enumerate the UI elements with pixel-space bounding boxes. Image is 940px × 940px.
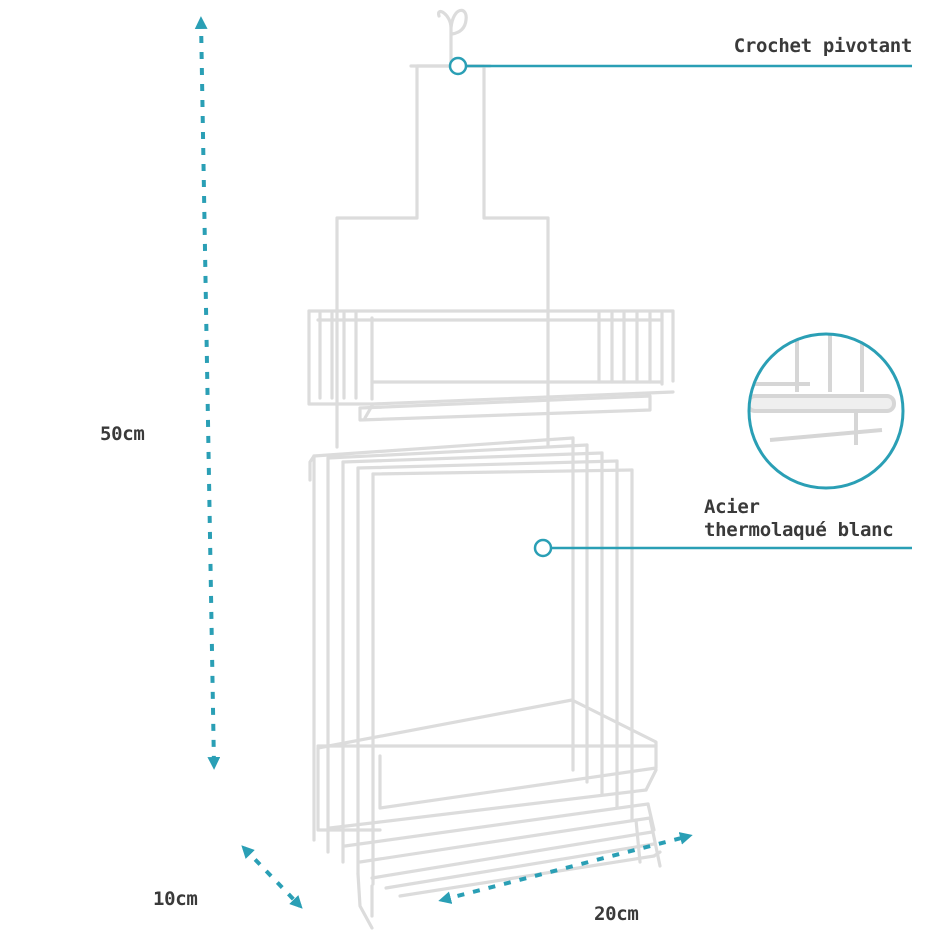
- hanger-frame: [335, 64, 550, 449]
- material-label-line1: Acier: [704, 496, 760, 518]
- material-callout: [533, 538, 912, 558]
- nested-frames: [308, 436, 634, 886]
- top-basket: [307, 309, 675, 422]
- width-label: 20cm: [594, 903, 639, 925]
- shower-caddy: [307, 8, 675, 930]
- height-arrow: [194, 16, 221, 770]
- swivel-hook: [437, 8, 468, 66]
- bottom-basket: [316, 698, 662, 930]
- depth-arrow: [241, 845, 303, 909]
- zoom-ring: [747, 332, 905, 490]
- material-marker: [533, 538, 553, 558]
- width-arrow: [438, 832, 693, 904]
- hook-label: Crochet pivotant: [733, 35, 913, 57]
- material-label-line2: thermolaqué blanc: [704, 518, 894, 541]
- dimension-arrows: [194, 16, 693, 909]
- height-label: 50cm: [100, 423, 145, 445]
- zoom-detail: [747, 332, 905, 490]
- material-label: Acier thermolaqué blanc: [704, 496, 894, 542]
- depth-label: 10cm: [153, 888, 198, 910]
- hook-callout: [448, 56, 912, 76]
- hook-marker: [448, 56, 468, 76]
